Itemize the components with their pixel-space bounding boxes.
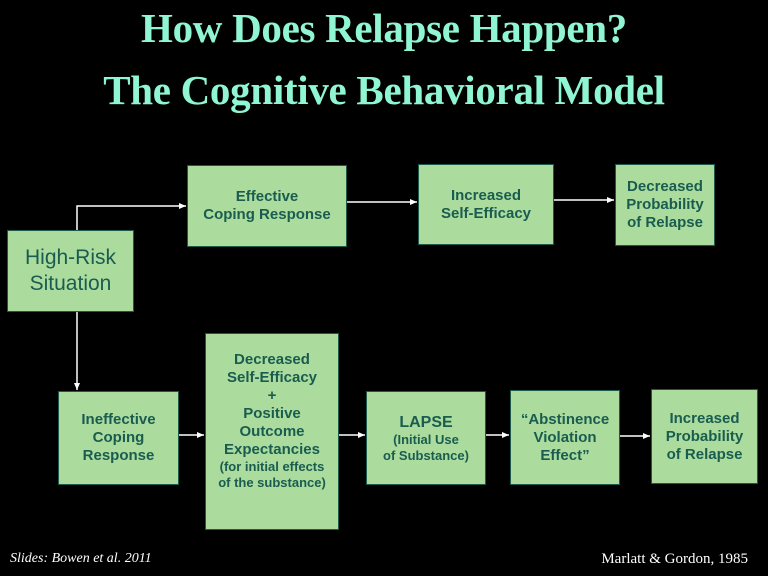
- box-effective-coping-response: Effective Coping Response: [187, 165, 347, 247]
- box-note: of the substance): [218, 474, 326, 490]
- box-increased-probability-of-relapse: Increased Probability of Relapse: [651, 389, 758, 484]
- arrow-highrisk-to-effective: [76, 203, 186, 230]
- box-text: Coping: [92, 429, 145, 446]
- box-text: Decreased: [234, 351, 310, 368]
- box-text: Response: [82, 447, 155, 464]
- box-text: Decreased: [627, 178, 703, 195]
- title-line-1: How Does Relapse Happen?: [141, 5, 627, 51]
- box-text: Situation: [29, 272, 112, 295]
- box-text: +: [267, 387, 277, 404]
- box-text: Positive: [243, 405, 301, 422]
- box-ineffective-coping-response: Ineffective Coping Response: [58, 391, 179, 485]
- footer-citation: Marlatt & Gordon, 1985: [601, 551, 748, 567]
- box-high-risk-situation: High-Risk Situation: [7, 230, 134, 312]
- box-increased-self-efficacy: Increased Self-Efficacy: [418, 164, 554, 245]
- box-note: of Substance): [383, 447, 469, 463]
- box-text: Probability: [665, 427, 744, 445]
- title-line-2: The Cognitive Behavioral Model: [103, 67, 665, 113]
- box-text: Ineffective: [81, 411, 156, 428]
- box-decreased-self-efficacy-positive-outcome: Decreased Self-Efficacy + Positive Outco…: [205, 333, 339, 530]
- box-text: “Abstinence: [520, 410, 610, 428]
- box-text: LAPSE: [399, 413, 453, 431]
- box-text: Effect”: [540, 446, 590, 464]
- box-decreased-probability-of-relapse: Decreased Probability of Relapse: [615, 164, 715, 246]
- box-note: (for initial effects: [219, 459, 325, 474]
- box-text: High-Risk: [24, 246, 116, 270]
- box-note: (Initial Use: [393, 432, 459, 447]
- box-text: Expectancies: [224, 441, 320, 458]
- box-abstinence-violation-effect: “Abstinence Violation Effect”: [510, 390, 620, 485]
- box-text: Effective: [235, 188, 299, 205]
- box-text: Self-Efficacy: [226, 369, 318, 386]
- footer-slides-credit: Slides: Bowen et al. 2011: [10, 551, 152, 566]
- box-text: Violation: [533, 428, 597, 446]
- box-text: Probability: [626, 196, 704, 213]
- box-text: Coping Response: [203, 206, 331, 223]
- box-text: Increased: [669, 409, 740, 427]
- box-lapse: LAPSE (Initial Use of Substance): [366, 391, 486, 485]
- box-text: Increased: [450, 186, 522, 204]
- box-text: Self-Efficacy: [440, 204, 532, 222]
- box-text: of Relapse: [666, 445, 743, 463]
- box-text: of Relapse: [627, 214, 703, 231]
- box-text: Outcome: [239, 423, 305, 440]
